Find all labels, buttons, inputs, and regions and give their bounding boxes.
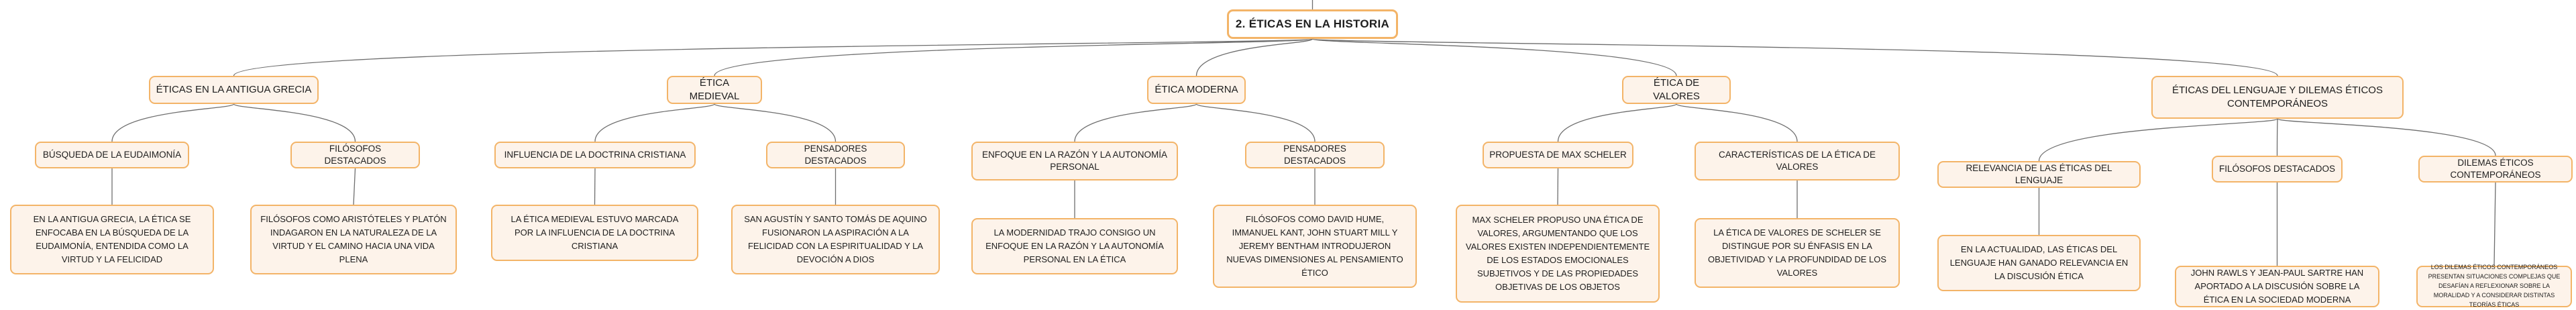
detail-enfoque-razon[interactable]: LA MODERNIDAD TRAJO CONSIGO UN ENFOQUE E… — [971, 218, 1178, 274]
topic-pensadores-destacados-moderna[interactable]: PENSADORES DESTACADOS — [1245, 142, 1385, 168]
connector-branch-4-topic-2 — [2277, 118, 2496, 156]
detail-influencia-doctrina[interactable]: LA ÉTICA MEDIEVAL ESTUVO MARCADA POR LA … — [491, 205, 698, 261]
root-node[interactable]: 2. ÉTICAS EN LA HISTORIA — [1227, 9, 1398, 39]
connector-topic-4-2-detail — [2493, 182, 2496, 266]
branch-etica-valores[interactable]: ÉTICA DE VALORES — [1622, 76, 1731, 104]
connector-branch-0-topic-0 — [111, 103, 235, 142]
connector-topic-1-0-detail — [594, 168, 596, 205]
detail-pensadores-moderna[interactable]: FILÓSOFOS COMO DAVID HUME, IMMANUEL KANT… — [1213, 205, 1417, 288]
connector-root-branch-2 — [1195, 38, 1313, 76]
detail-busqueda-eudaimonia[interactable]: EN LA ANTIGUA GRECIA, LA ÉTICA SE ENFOCA… — [10, 205, 214, 274]
connector-branch-4-topic-0 — [2038, 118, 2278, 162]
detail-dilemas-contemporaneos[interactable]: LOS DILEMAS ÉTICOS CONTEMPORÁNEOS PRESEN… — [2416, 264, 2572, 308]
topic-pensadores-destacados-medieval[interactable]: PENSADORES DESTACADOS — [766, 142, 905, 168]
topic-busqueda-eudaimonia[interactable]: BÚSQUEDA DE LA EUDAIMONÍA — [35, 142, 189, 168]
connector-branch-2-topic-1 — [1195, 103, 1316, 142]
detail-propuesta-scheler[interactable]: MAX SCHELER PROPUSO UNA ÉTICA DE VALORES… — [1456, 205, 1660, 303]
connector-root-branch-4 — [1311, 38, 2278, 76]
connector-branch-1-topic-0 — [594, 103, 715, 142]
topic-filosofos-destacados-lenguaje[interactable]: FILÓSOFOS DESTACADOS — [2212, 156, 2343, 183]
branch-antigua-grecia[interactable]: ÉTICAS EN LA ANTIGUA GRECIA — [149, 76, 319, 104]
detail-filosofos-grecia[interactable]: FILÓSOFOS COMO ARISTÓTELES Y PLATÓN INDA… — [250, 205, 457, 274]
connector-branch-0-topic-1 — [233, 103, 356, 142]
connector-root-branch-3 — [1311, 38, 1677, 76]
topic-relevancia-eticas-lenguaje[interactable]: RELEVANCIA DE LAS ÉTICAS DEL LENGUAJE — [1937, 161, 2141, 188]
connector-root-branch-0 — [233, 38, 1313, 76]
connector-branch-2-topic-0 — [1074, 103, 1197, 142]
topic-propuesta-max-scheler[interactable]: PROPUESTA DE MAX SCHELER — [1483, 142, 1633, 168]
connector-branch-4-topic-1 — [2276, 118, 2278, 156]
topic-dilemas-eticos-contemporaneos[interactable]: DILEMAS ÉTICOS CONTEMPORÁNEOS — [2418, 156, 2573, 183]
connector-topic-0-1-detail — [353, 168, 356, 205]
branch-etica-moderna[interactable]: ÉTICA MODERNA — [1147, 76, 1246, 104]
connector-branch-3-topic-1 — [1676, 103, 1798, 142]
branch-eticas-lenguaje-dilemas[interactable]: ÉTICAS DEL LENGUAJE Y DILEMAS ÉTICOS CON… — [2151, 76, 2404, 119]
branch-etica-medieval[interactable]: ÉTICA MEDIEVAL — [667, 76, 762, 104]
detail-caracteristicas-valores[interactable]: LA ÉTICA DE VALORES DE SCHELER SE DISTIN… — [1695, 218, 1900, 288]
connector-root-branch-1 — [714, 38, 1313, 76]
connector-branch-1-topic-1 — [714, 103, 837, 142]
topic-caracteristicas-etica-valores[interactable]: CARACTERÍSTICAS DE LA ÉTICA DE VALORES — [1695, 142, 1900, 180]
detail-relevancia-lenguaje[interactable]: EN LA ACTUALIDAD, LAS ÉTICAS DEL LENGUAJ… — [1937, 235, 2141, 291]
topic-enfoque-razon-autonomia[interactable]: ENFOQUE EN LA RAZÓN Y LA AUTONOMÍA PERSO… — [971, 142, 1178, 180]
topic-influencia-doctrina-cristiana[interactable]: INFLUENCIA DE LA DOCTRINA CRISTIANA — [494, 142, 696, 168]
connector-branch-3-topic-0 — [1557, 103, 1677, 142]
topic-filosofos-destacados-grecia[interactable]: FILÓSOFOS DESTACADOS — [290, 142, 420, 168]
detail-pensadores-medieval[interactable]: SAN AGUSTÍN Y SANTO TOMÁS DE AQUINO FUSI… — [731, 205, 940, 274]
detail-filosofos-lenguaje[interactable]: JOHN RAWLS Y JEAN-PAUL SARTRE HAN APORTA… — [2175, 266, 2379, 307]
